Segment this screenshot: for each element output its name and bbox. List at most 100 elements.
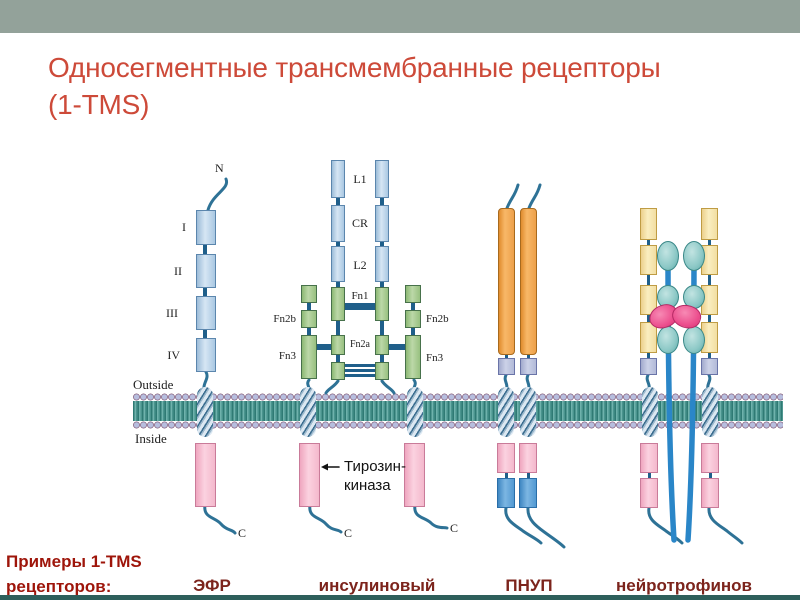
egf-domain-III [196, 296, 216, 330]
insulin-CR-a [331, 205, 345, 242]
anp-linker [527, 354, 530, 359]
insulin-Fn3-label-L: Fn3 [278, 350, 296, 362]
insulin-L2-a [331, 246, 345, 282]
insulin-L2-label: L2 [353, 258, 367, 272]
lipid-heads-outer [133, 393, 783, 401]
insulin-Fn1-label: Fn1 [351, 290, 369, 302]
examples-caption-line1: Примеры 1-TMS [6, 552, 142, 571]
tm-helix-ntr-1 [642, 387, 658, 437]
insulin-mid-curl-1 [324, 379, 340, 395]
inside-label: Inside [135, 431, 167, 446]
anp-kinase-homology-2 [519, 443, 537, 473]
lipid-heads-inner [133, 421, 783, 429]
ntr-juxtamembrane-1 [640, 358, 657, 375]
ntr-p75-domain [640, 285, 657, 315]
insulin-linker [380, 198, 384, 205]
plasma-membrane [133, 393, 783, 429]
egf-domain-III-label: III [166, 306, 178, 320]
ntr-intracellular-domain [640, 478, 658, 508]
anp-linker [527, 473, 530, 479]
insulin-disulfide-1 [345, 364, 375, 367]
ntr-p75-domain [640, 245, 657, 275]
ntr-intracellular-domain [701, 478, 719, 508]
insulin-Fn3-L [301, 335, 317, 379]
egf-domain-II [196, 254, 216, 288]
insulin-Fn2a-a [331, 335, 345, 355]
anp-juxtamembrane-1 [498, 358, 515, 375]
tm-helix-ntr-2 [702, 387, 718, 437]
receptor-name-anp: ПНУП [505, 576, 553, 595]
egf-linker-3 [203, 330, 207, 339]
ntr-trk-domain [657, 241, 679, 271]
bottom-accent-bar [0, 595, 800, 600]
insulin-L2-b [375, 246, 389, 282]
insulin-Fn2a-b [375, 335, 389, 355]
insulin-linker [307, 303, 311, 311]
anp-c-tail-1 [504, 506, 543, 545]
anp-juxtamembrane-2 [520, 358, 537, 375]
insulin-c-terminus-label-a: C [344, 526, 353, 540]
ntr-linker [708, 240, 711, 246]
anp-linker [505, 473, 508, 479]
receptor-name-insulin: инсулиновый [318, 576, 436, 595]
insulin-linker [336, 242, 340, 247]
slide-title: Односегментные трансмембранные рецепторы… [48, 50, 758, 124]
ntr-p75-domain [640, 208, 657, 240]
insulin-mid-bottom-a [331, 362, 345, 380]
anp-ecto-domain-1 [498, 208, 515, 355]
insulin-outer-sq1-L [301, 285, 317, 303]
ntr-linker [708, 315, 711, 323]
insulin-Fn2a-label: Fn2a [350, 339, 370, 350]
insulin-L1-b [375, 160, 389, 198]
insulin-linker [380, 282, 384, 288]
insulin-kinase-b [404, 443, 425, 507]
insulin-linker [411, 303, 415, 311]
top-accent-bar [0, 0, 800, 33]
receptor-name-egf: ЭФР [193, 576, 231, 595]
insulin-linker [307, 328, 311, 336]
tm-helix-insulin-a [300, 387, 316, 437]
ntr-trk-domain [657, 326, 679, 354]
ntr-juxtamembrane-2 [701, 358, 718, 375]
anp-ecto-domain-2 [520, 208, 537, 355]
examples-caption-line2: рецепторов: [6, 577, 112, 596]
kinase-arrow-head [321, 463, 328, 471]
tm-helix-egf [197, 387, 213, 437]
insulin-Fn1-b [375, 287, 389, 321]
egf-domain-IV-label: IV [167, 348, 180, 362]
ntr-linker [708, 353, 711, 359]
egf-linker-2 [203, 288, 207, 297]
receptor-name-neurotrophin: нейротрофинов [615, 576, 753, 595]
egf-c-tail [203, 503, 237, 535]
insulin-linker [336, 321, 340, 335]
insulin-linker [380, 355, 384, 363]
insulin-linker [336, 355, 340, 363]
anp-cyclase-domain-2 [519, 478, 537, 508]
insulin-L1-a [331, 160, 345, 198]
insulin-Fn2b-label-R: Fn2b [426, 313, 449, 325]
ntr-intracellular-domain [640, 443, 658, 473]
egf-domain-I-label: I [182, 220, 186, 234]
ntr-c-tail-1 [647, 506, 684, 545]
insulin-disulfide-2 [345, 369, 375, 372]
insulin-disulfide-3 [345, 374, 375, 377]
insulin-mid-curl-2 [380, 379, 396, 395]
insulin-CR-label: CR [351, 216, 368, 230]
ntr-trk-stem-1 [665, 245, 677, 543]
ntr-trk-domain [683, 326, 705, 354]
insulin-Fn2b-label-L: Fn2b [273, 313, 296, 325]
insulin-Fn3-R [405, 335, 421, 379]
ntr-p75-domain [640, 322, 657, 353]
ntr-linker [647, 275, 650, 286]
lipid-tails-core [133, 401, 783, 421]
egf-domain-IV [196, 338, 216, 372]
insulin-L1-label: L1 [353, 172, 367, 186]
insulin-linker [336, 198, 340, 205]
anp-linker [505, 354, 508, 359]
egf-n-terminus-label: N [215, 161, 224, 175]
insulin-cross-bridge-R [389, 344, 405, 350]
insulin-linker [411, 328, 415, 336]
outside-label: Outside [133, 377, 174, 392]
insulin-b-c-tail [413, 503, 449, 530]
